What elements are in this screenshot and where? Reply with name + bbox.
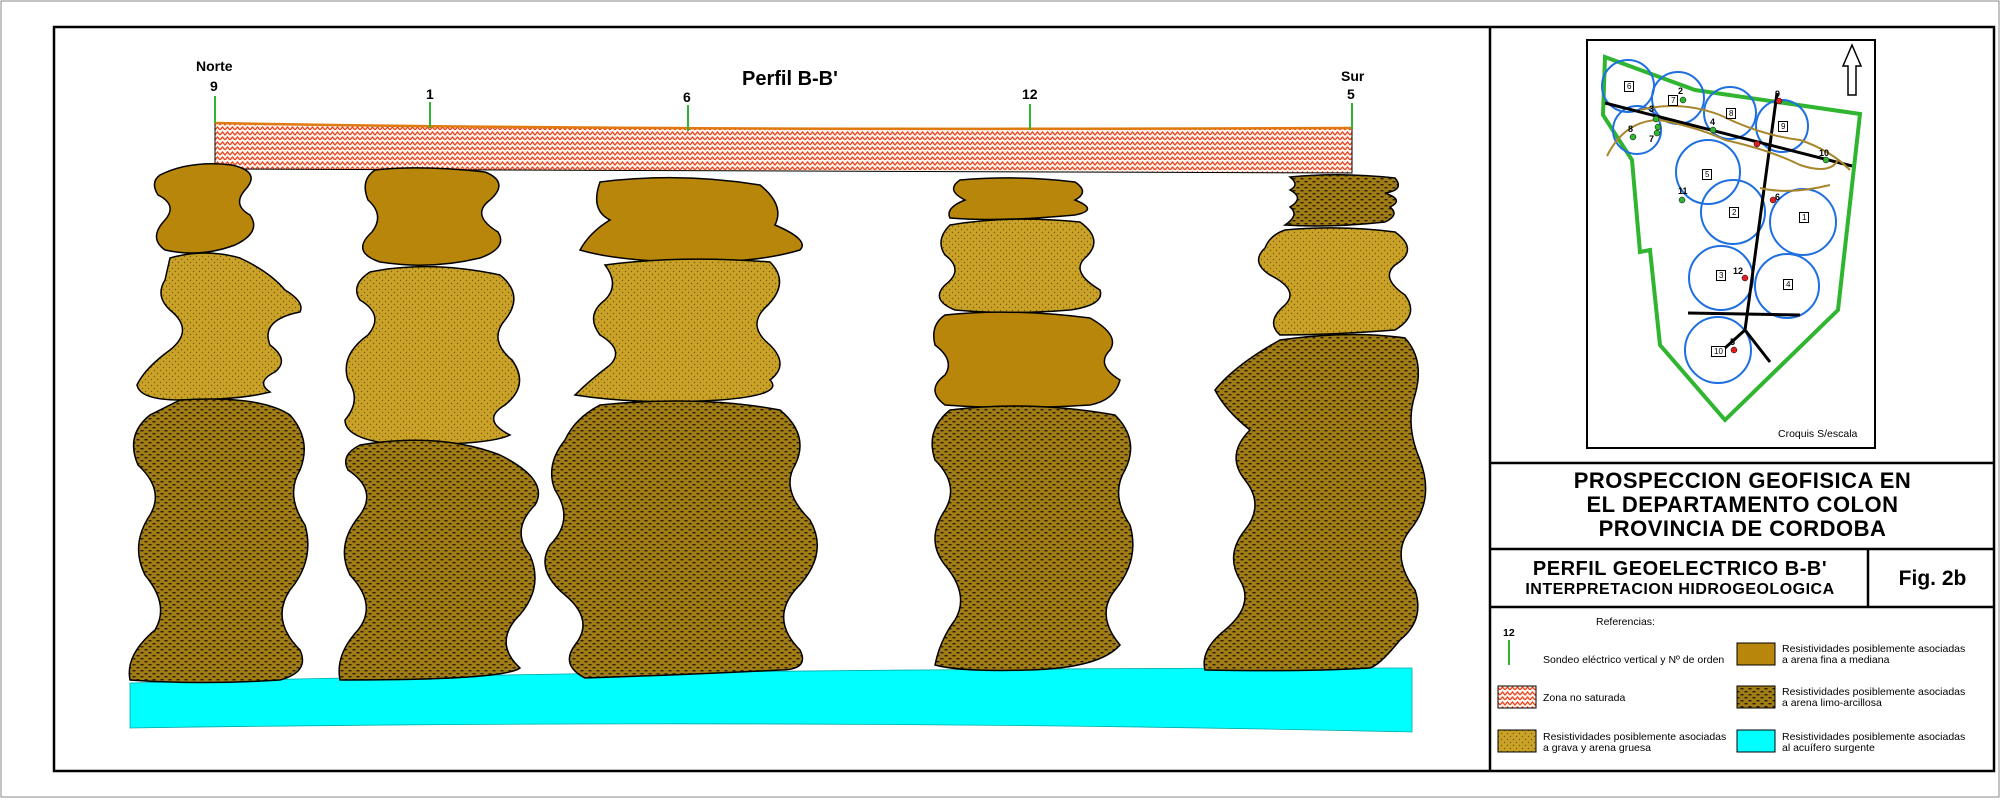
map-sev-4: 4 bbox=[1710, 117, 1716, 127]
legend-swatch-silty-sand bbox=[1736, 685, 1776, 709]
legend-label-gravel-2: a grava y arena gruesa bbox=[1543, 742, 1651, 754]
profile-title: Perfil B-B' bbox=[742, 68, 838, 90]
sub-title: PERFIL GEOELECTRICO B-B' INTERPRETACION … bbox=[1490, 551, 1870, 606]
map-zone-5: 5 bbox=[1702, 169, 1713, 180]
map-sev-3: 3 bbox=[1649, 104, 1655, 114]
main-title-line-2: EL DEPARTAMENTO COLON bbox=[1586, 492, 1899, 517]
legend-swatches bbox=[1497, 640, 1776, 753]
map-caption: Croquis S/escala bbox=[1778, 428, 1858, 440]
legend-label-unsaturated: Zona no saturada bbox=[1543, 692, 1626, 704]
silty-sand-body bbox=[128, 398, 309, 684]
legend-label-fine-sand-1: Resistividades posiblemente asociadas bbox=[1782, 643, 1966, 655]
map-zone-3: 3 bbox=[1716, 270, 1727, 281]
main-title-line-1: PROSPECCION GEOFISICA EN bbox=[1573, 468, 1912, 493]
geoelectric-profile bbox=[128, 96, 1427, 733]
legend-label-fine-sand-2: a arena fina a mediana bbox=[1782, 654, 1890, 666]
map-zone-8: 8 bbox=[1726, 108, 1737, 119]
legend-swatch-fine-sand bbox=[1736, 642, 1776, 666]
legend-label-sev: Sondeo eléctrico vertical y Nº de orden bbox=[1543, 654, 1725, 666]
map-zone-2: 2 bbox=[1729, 207, 1740, 218]
sev-label-5: 5 bbox=[1347, 86, 1355, 102]
figure-number: Fig. 2b bbox=[1898, 566, 1967, 590]
map-sev-8: 8 bbox=[1628, 124, 1634, 134]
main-title-line-3: PROVINCIA DE CORDOBA bbox=[1598, 516, 1887, 541]
north-label: Norte bbox=[196, 58, 233, 74]
roads bbox=[1604, 92, 1853, 363]
map-zone-10: 10 bbox=[1711, 346, 1726, 357]
sub-title-line-2: INTERPRETACION HIDROGEOLOGICA bbox=[1525, 580, 1835, 598]
sub-title-line-1: PERFIL GEOELECTRICO B-B' bbox=[1532, 557, 1828, 580]
column-sev-1 bbox=[338, 167, 540, 681]
legend-sev-number: 12 bbox=[1503, 627, 1515, 639]
map-sev-11: 11 bbox=[1678, 186, 1688, 196]
map-sev-12: 12 bbox=[1733, 266, 1744, 276]
south-label: Sur bbox=[1341, 68, 1365, 84]
legend-swatch-gravel bbox=[1497, 729, 1537, 753]
legend-swatch-unsaturated bbox=[1497, 685, 1537, 709]
column-sev-6 bbox=[544, 176, 818, 679]
sev-label-9: 9 bbox=[210, 78, 218, 94]
legend-label-aquifer-2: al acuífero surgente bbox=[1782, 742, 1875, 754]
sounding-markers bbox=[214, 96, 1353, 131]
map-sev-10: 10 bbox=[1819, 148, 1830, 158]
location-map bbox=[1586, 39, 1876, 449]
legend-label-aquifer-1: Resistividades posiblemente asociadas bbox=[1782, 731, 1966, 743]
legend-label-silty-sand-2: a arena limo-arcillosa bbox=[1782, 697, 1882, 709]
sev-label-1: 1 bbox=[426, 86, 434, 102]
map-sev-9: 9 bbox=[1775, 89, 1781, 99]
north-arrow-icon bbox=[1841, 43, 1863, 96]
column-sev-12 bbox=[931, 177, 1134, 672]
column-sev-5 bbox=[1203, 173, 1427, 672]
main-title: PROSPECCION GEOFISICA EN EL DEPARTAMENTO… bbox=[1490, 463, 1995, 547]
map-zone-7: 7 bbox=[1668, 95, 1679, 106]
fine-sand-body bbox=[153, 163, 255, 254]
map-sev-5: 5 bbox=[1730, 337, 1736, 347]
legend-swatch-aquifer bbox=[1736, 729, 1776, 753]
legend-label-silty-sand-1: Resistividades posiblemente asociadas bbox=[1782, 686, 1966, 698]
map-zone-6: 6 bbox=[1624, 81, 1635, 92]
map-sev-7: 7 bbox=[1649, 134, 1655, 144]
aquifer-layer bbox=[129, 667, 1413, 733]
map-zone-9: 9 bbox=[1778, 121, 1789, 132]
gravel-body bbox=[136, 252, 302, 401]
legend-label-gravel-1: Resistividades posiblemente asociadas bbox=[1543, 731, 1727, 743]
unsaturated-zone bbox=[214, 122, 1353, 174]
map-zone-1: 1 bbox=[1799, 212, 1810, 223]
department-boundary bbox=[1600, 54, 1863, 423]
sev-label-6: 6 bbox=[683, 89, 691, 105]
sev-label-12: 12 bbox=[1022, 86, 1038, 102]
river bbox=[1606, 105, 1851, 192]
map-sev-6: 6 bbox=[1775, 192, 1781, 202]
map-sev-2: 2 bbox=[1678, 86, 1684, 96]
legend-heading: Referencias: bbox=[1596, 616, 1655, 628]
map-sounding-dots bbox=[1629, 96, 1830, 354]
map-zone-4: 4 bbox=[1783, 279, 1794, 290]
column-sev-9 bbox=[128, 163, 309, 684]
